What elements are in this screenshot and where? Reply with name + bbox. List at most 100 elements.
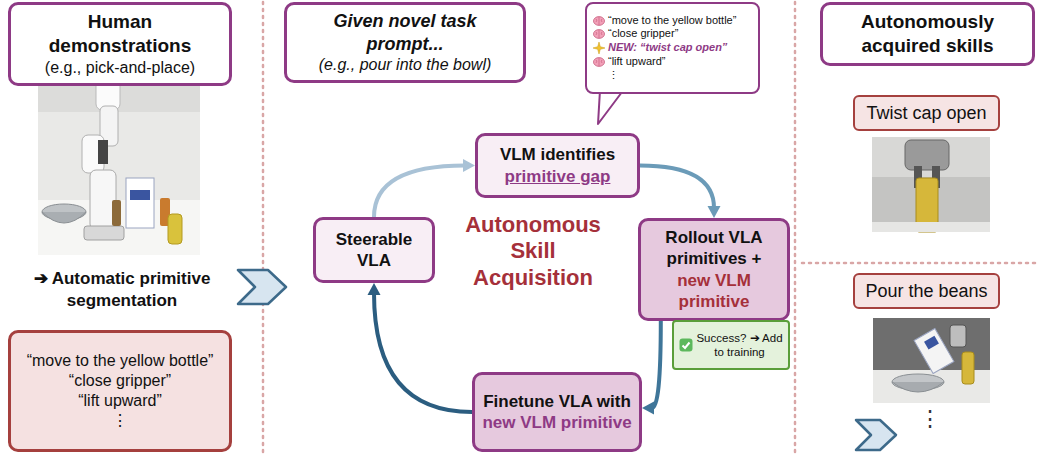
node-title: Rollout VLA primitives + xyxy=(647,227,781,270)
text-row: “move to the yellow bottle” xyxy=(17,351,223,371)
node-text: “close gripper” xyxy=(69,371,171,391)
drawn-rect xyxy=(950,325,966,347)
node-text: “lift upward” xyxy=(608,55,665,69)
drawn-rect xyxy=(962,352,974,384)
brain-icon xyxy=(593,57,605,67)
drawn-rect xyxy=(914,329,954,374)
cycle-title: Autonomous Skill Acquisition xyxy=(458,212,608,291)
text-row: “lift upward” xyxy=(593,55,752,69)
node-text: primitive gap xyxy=(505,166,611,187)
text-row: ⋮ xyxy=(17,411,223,431)
pour-photo xyxy=(873,318,990,403)
node-title: Given novel task prompt... xyxy=(293,10,517,55)
drawn-rect xyxy=(168,214,182,244)
drawn-rect xyxy=(38,200,200,255)
brain-icon xyxy=(593,29,605,39)
speech-bubble: “move to the yellow bottle”“close grippe… xyxy=(585,2,760,94)
skill-box: Pour the beans xyxy=(853,273,1000,309)
node-title: Finetune VLA with xyxy=(483,391,631,412)
skill-box: Twist cap open xyxy=(853,95,1000,131)
node-text: NEW: “twist cap open” xyxy=(608,41,727,55)
node-title: Steerable VLA xyxy=(322,229,426,272)
check-icon xyxy=(679,338,693,352)
drawn-rect xyxy=(130,190,150,200)
node-text: “lift upward” xyxy=(78,391,162,411)
arrow-head-end xyxy=(463,159,475,172)
text-row: ⋮ xyxy=(593,69,752,83)
bubble-tail xyxy=(598,90,622,124)
drawn-path xyxy=(892,382,944,392)
text-row: Autonomously acquired skills xyxy=(829,10,1026,58)
text-row: Pour the beans xyxy=(861,280,992,303)
node-text: new VLM primitive xyxy=(647,270,781,313)
drawn-rect xyxy=(126,178,154,228)
drawn-rect xyxy=(112,200,121,226)
text-row: “close gripper” xyxy=(593,27,752,41)
success-note: Success? ➔ Add to training xyxy=(672,320,790,370)
node-text: ⋮ xyxy=(112,411,128,431)
node-text: ⋮ xyxy=(608,69,619,83)
drawn-rect xyxy=(872,137,990,177)
text-row: Steerable VLA xyxy=(322,229,426,272)
header-box: Given novel task prompt...(e.g., pour in… xyxy=(284,2,526,83)
node-title: Human demonstrations xyxy=(17,10,223,58)
drawn-rect xyxy=(872,222,990,232)
cycle-arrow xyxy=(374,293,472,412)
text-row: Human demonstrations xyxy=(17,10,223,58)
drawn-line xyxy=(262,2,265,453)
sparkle-icon xyxy=(593,42,605,54)
drawn-rect xyxy=(98,140,108,164)
drawn-path xyxy=(42,212,86,223)
node-title: “move to the yellow bottle” xyxy=(608,14,736,28)
cycle-arrow xyxy=(374,166,465,218)
process-box: Finetune VLA withnew VLM primitive xyxy=(472,372,642,452)
step-caption: ➔ Automatic primitive segmentation xyxy=(12,268,232,312)
text-row: new VLM primitive xyxy=(647,270,781,313)
node-title: Success? ➔ Add to training xyxy=(696,331,783,360)
node-text: new VLM primitive xyxy=(482,412,631,433)
chevron-arrows xyxy=(238,270,896,450)
process-box: Rollout VLA primitives +new VLM primitiv… xyxy=(638,218,790,321)
text-row: Finetune VLA with xyxy=(481,391,633,412)
node-text: “close gripper” xyxy=(608,27,678,41)
text-row: (e.g., pour into the bowl) xyxy=(293,55,517,75)
text-row: primitive gap xyxy=(484,166,631,187)
text-row: Rollout VLA primitives + xyxy=(647,227,781,270)
twist-photo xyxy=(872,137,990,232)
node-title: Twist cap open xyxy=(866,102,986,125)
text-row: (e.g., pick-and-place) xyxy=(17,58,223,78)
drawn-path xyxy=(596,30,602,38)
text-row: “lift upward” xyxy=(17,391,223,411)
text-row: Given novel task prompt... xyxy=(293,10,517,55)
drawn-rect xyxy=(84,226,124,240)
panel-dividers xyxy=(263,2,1040,453)
node-text: (e.g., pour into the bowl) xyxy=(319,55,492,75)
node-title: VLM identifies xyxy=(500,144,615,165)
drawn-line xyxy=(802,262,1040,265)
drawn-rect xyxy=(872,137,990,232)
arrow-head-end xyxy=(708,206,721,218)
drawn-rect xyxy=(680,339,693,352)
drawn-ellipse xyxy=(594,57,605,66)
node-title: Pour the beans xyxy=(865,280,987,303)
drawn-ellipse xyxy=(594,30,605,39)
cycle-arrow xyxy=(652,321,661,408)
primitive-list-box: “move to the yellow bottle”“close grippe… xyxy=(8,330,232,452)
text-row: “close gripper” xyxy=(17,371,223,391)
drawn-path xyxy=(683,343,690,349)
text-row: VLM identifies xyxy=(484,144,631,165)
drawn-line xyxy=(794,2,797,453)
drawn-path xyxy=(598,90,622,124)
drawn-rect xyxy=(905,140,949,170)
drawn-path xyxy=(238,270,286,304)
drawn-rect xyxy=(924,336,939,350)
text-row: Twist cap open xyxy=(861,102,992,125)
cycle-arrow xyxy=(640,166,714,209)
drawn-ellipse xyxy=(594,16,605,25)
text-row: “move to the yellow bottle” xyxy=(593,14,752,28)
ellipsis-mark: ⋮ xyxy=(900,406,960,432)
arrow-head-end xyxy=(642,402,654,415)
text-row: Success? ➔ Add to training xyxy=(679,331,783,360)
text-row: new VLM primitive xyxy=(481,412,633,433)
